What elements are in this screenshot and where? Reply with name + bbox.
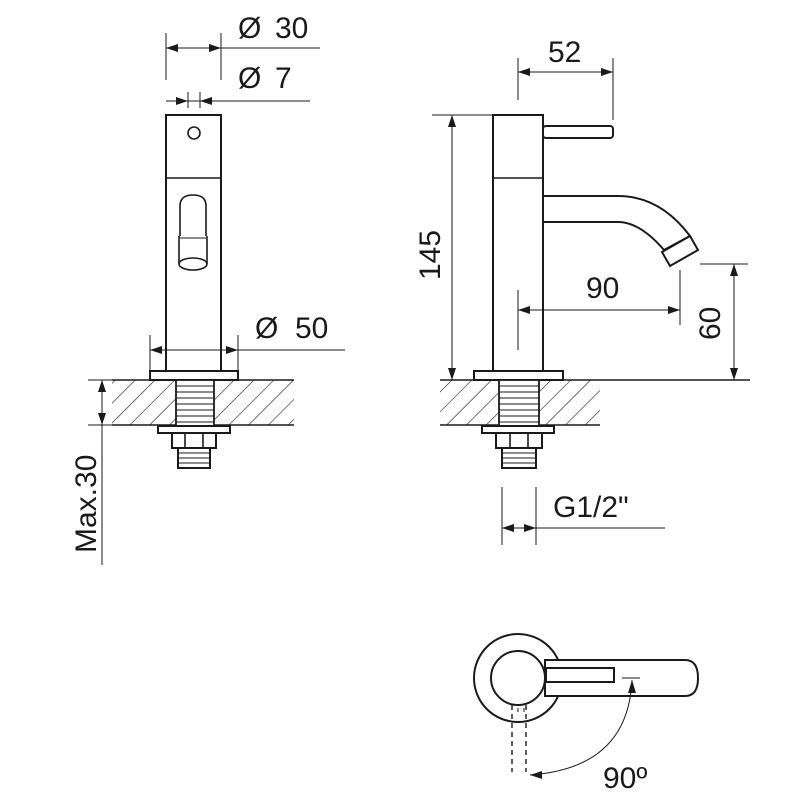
label-dia-7: 7	[275, 62, 292, 95]
diameter-symbol: Ø	[238, 12, 261, 45]
spout-opening-front	[179, 194, 207, 236]
label-max-30: Max.30	[70, 455, 103, 553]
dim-height-145: 145	[414, 114, 493, 380]
diameter-symbol: Ø	[238, 62, 261, 95]
label-reach-90: 90	[586, 272, 619, 305]
label-dia-50: 50	[295, 312, 328, 345]
diameter-symbol: Ø	[255, 312, 278, 345]
label-height-145: 145	[414, 230, 447, 280]
top-view: 90º	[473, 633, 700, 795]
dim-thread-g12: G1/2"	[501, 487, 665, 545]
faucet-body-front	[165, 114, 222, 372]
dim-reach-90: 90	[517, 270, 681, 350]
label-spout-height-60: 60	[694, 307, 727, 340]
body-top	[490, 650, 546, 706]
side-view: 52 145 90 60	[414, 36, 750, 545]
lever-handle	[542, 125, 614, 139]
dim-diameter-50: Ø 50	[149, 312, 345, 370]
label-thread: G1/2"	[553, 491, 629, 524]
dim-diameter-30: Ø 30	[165, 12, 320, 80]
rotation-arc	[529, 679, 633, 776]
handle-hole	[187, 126, 201, 140]
label-rotation-90: 90º	[603, 762, 647, 795]
dim-spout-height-60: 60	[694, 263, 748, 380]
dim-depth-52: 52	[517, 36, 614, 120]
label-dia-30: 30	[275, 12, 308, 45]
threaded-shank-front	[175, 379, 215, 427]
base-flange-front	[149, 370, 239, 381]
lever-rotated-dashed	[511, 705, 527, 772]
dim-max-30: Max.30	[70, 379, 112, 565]
curved-spout	[542, 195, 692, 252]
dim-diameter-7: Ø 7	[166, 62, 310, 108]
label-depth-52: 52	[548, 36, 581, 69]
front-view: Ø 30 Ø 7 Ø 50	[70, 12, 345, 565]
